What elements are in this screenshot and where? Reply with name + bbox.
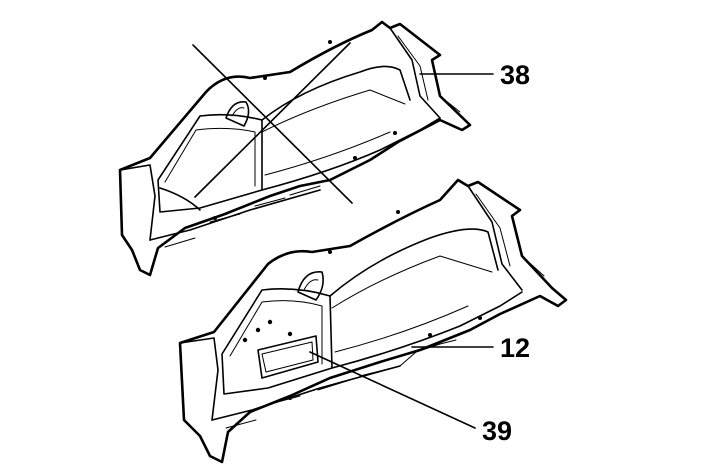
leader-lines (309, 73, 494, 429)
removed-cross-mark (192, 42, 353, 204)
leader-39 (309, 351, 476, 429)
upper-trim-panel (118, 20, 472, 277)
callout-39: 39 (482, 416, 512, 446)
lower-trim-panel (178, 178, 568, 464)
callout-38: 38 (500, 60, 530, 90)
callout-12: 12 (500, 333, 530, 363)
